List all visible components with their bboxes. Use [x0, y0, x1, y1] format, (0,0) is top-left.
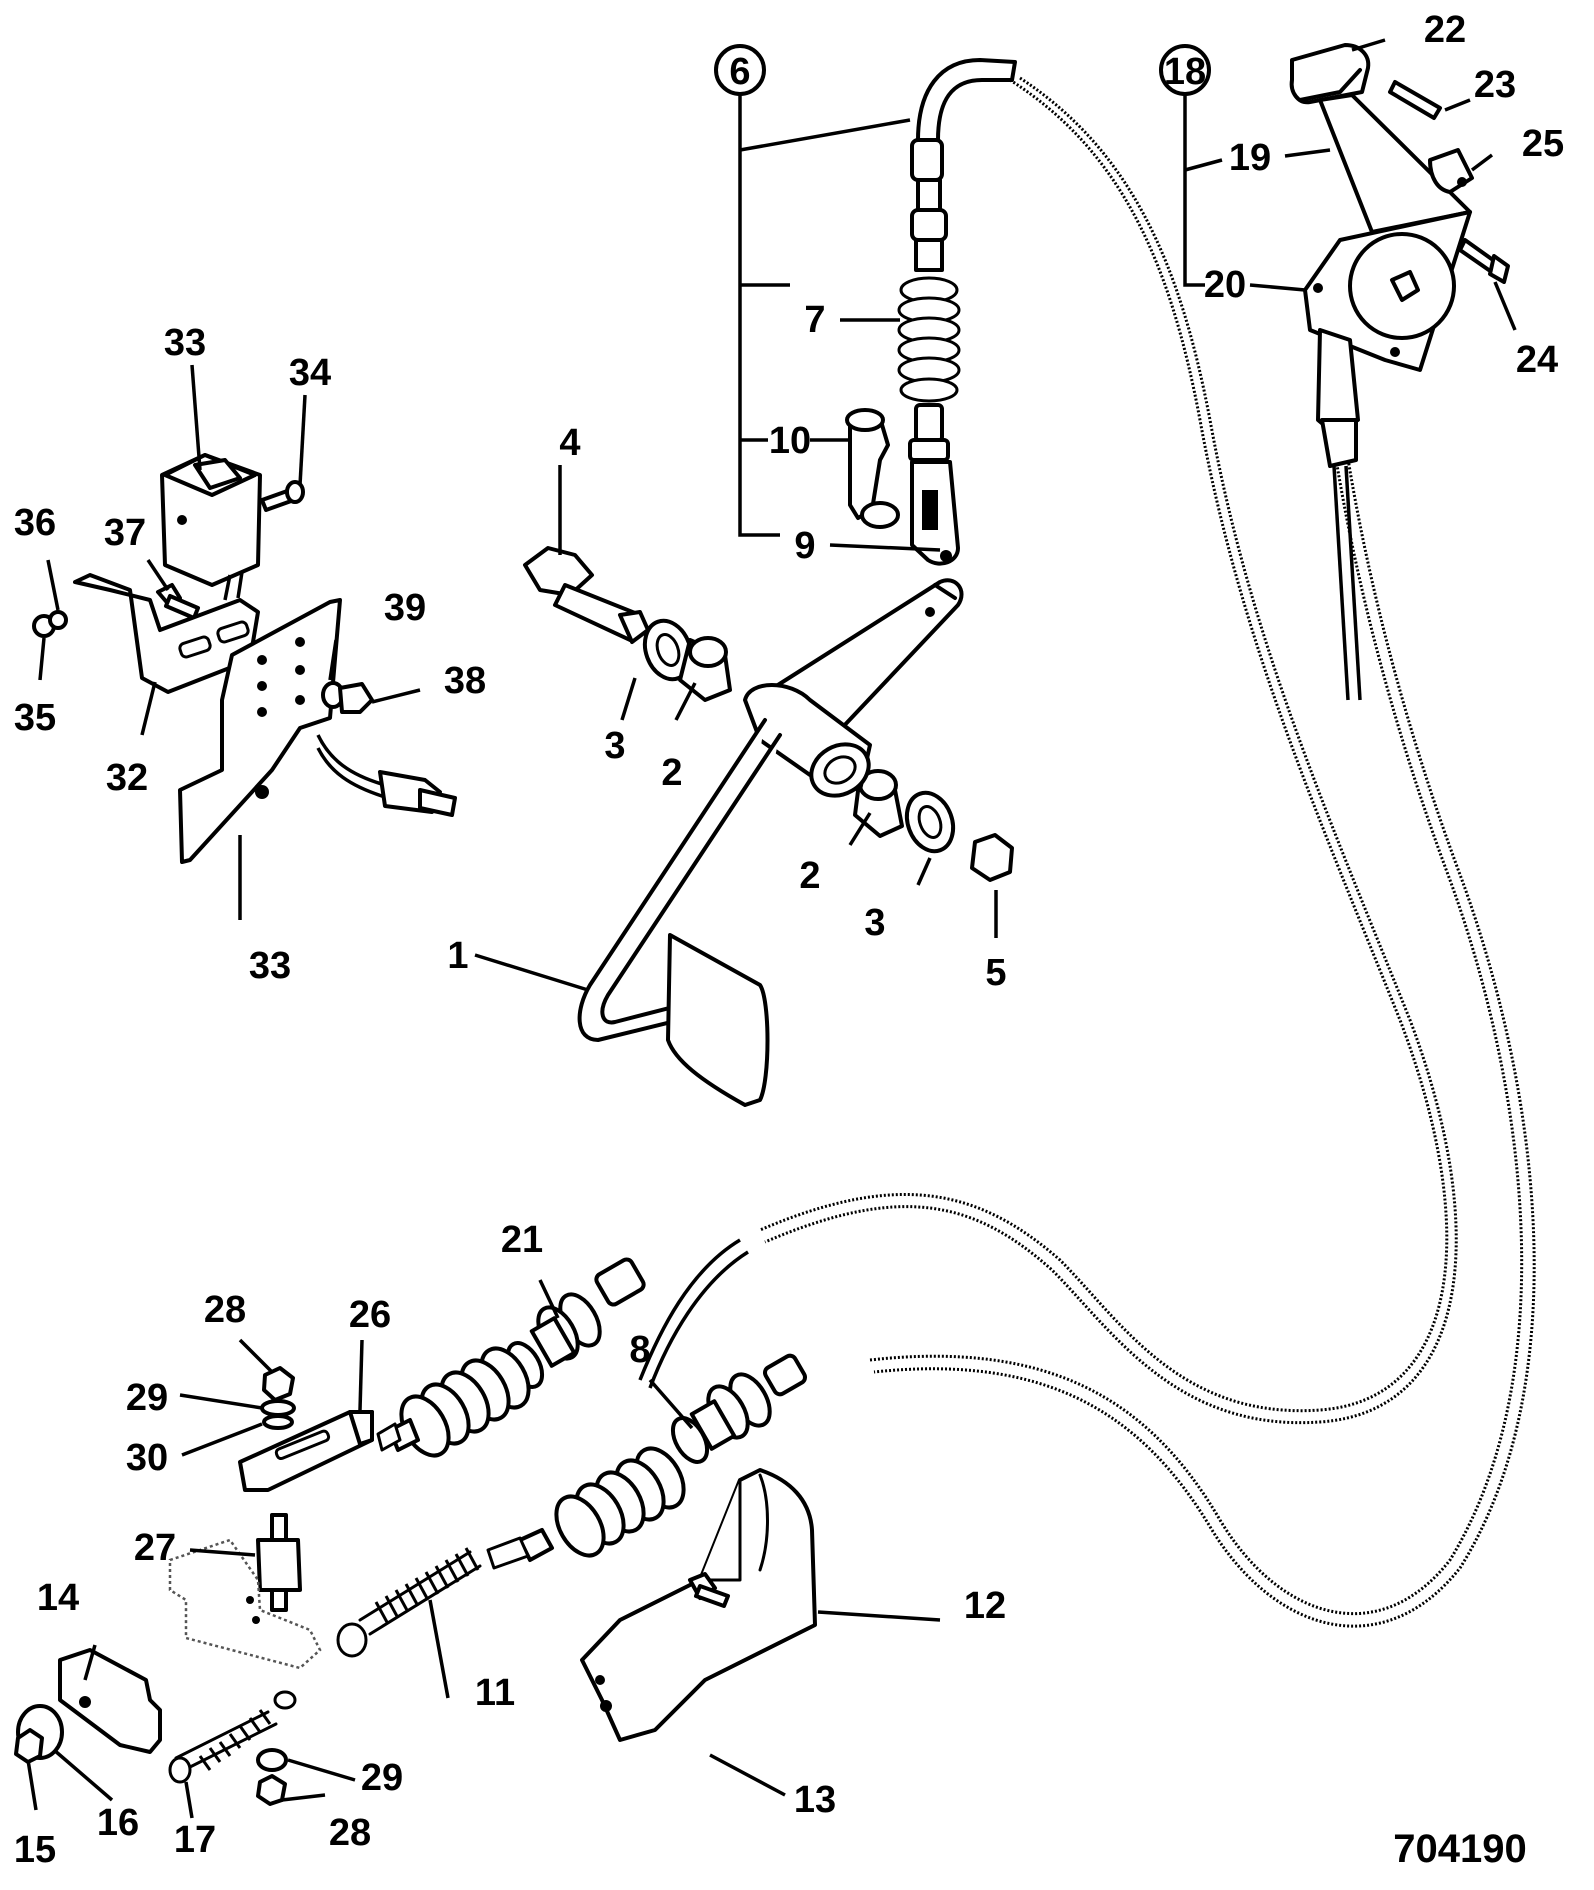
- callout-28-bottom: 28: [329, 1812, 371, 1854]
- figure-number: 704190: [1393, 1827, 1526, 1871]
- callout-30: 30: [126, 1437, 168, 1479]
- callout-21: 21: [501, 1219, 543, 1261]
- callout-2-right: 2: [799, 855, 820, 897]
- callout-4: 4: [559, 422, 580, 464]
- cable-runs: [759, 76, 1536, 1628]
- callout-15: 15: [14, 1829, 56, 1871]
- callout-2-left: 2: [661, 752, 682, 794]
- pedal-assembly: [523, 546, 1014, 1107]
- callout-3-right: 3: [864, 902, 885, 944]
- callout-13: 13: [794, 1779, 836, 1821]
- callout-6: 6: [729, 51, 750, 93]
- linkage-parts: [14, 1366, 374, 1806]
- callout-9: 9: [794, 525, 815, 567]
- callout-38: 38: [444, 660, 486, 702]
- hand-throttle-lever: [1289, 43, 1510, 701]
- callout-20: 20: [1204, 264, 1246, 306]
- callout-23: 23: [1474, 64, 1516, 106]
- throttle-cable-assembly: [845, 58, 1017, 566]
- callout-17: 17: [174, 1819, 216, 1861]
- callout-7: 7: [804, 299, 825, 341]
- callout-26: 26: [349, 1294, 391, 1336]
- callout-33-bottom: 33: [249, 945, 291, 987]
- callout-24: 24: [1516, 339, 1558, 381]
- callout-27: 27: [134, 1527, 176, 1569]
- leader-lines: [26, 38, 1517, 1819]
- callout-25: 25: [1522, 123, 1564, 165]
- nut: [970, 833, 1014, 882]
- cable-bracket: [580, 1468, 817, 1742]
- callout-19: 19: [1229, 137, 1271, 179]
- callout-5: 5: [985, 952, 1006, 994]
- rubber-boot: [897, 276, 961, 403]
- callout-circle-6: [714, 44, 766, 96]
- callout-labels: 6 18 7 10 9 4 19 20 22 23 25 24 33 34 36…: [14, 9, 1564, 1871]
- callout-16: 16: [97, 1802, 139, 1844]
- callout-32: 32: [106, 757, 148, 799]
- callout-3-left: 3: [604, 725, 625, 767]
- callout-36: 36: [14, 502, 56, 544]
- switch-bracket-assembly: [32, 453, 457, 864]
- callout-11: 11: [475, 1672, 515, 1714]
- lower-cable-21: [376, 1238, 749, 1458]
- return-spring-11: [336, 1547, 482, 1658]
- callout-29-top: 29: [126, 1377, 168, 1419]
- pivot-bolt: [523, 546, 650, 644]
- callout-18: 18: [1164, 51, 1206, 93]
- callout-34: 34: [289, 352, 331, 394]
- callout-circle-18: [1159, 44, 1211, 96]
- callout-29-bottom: 29: [361, 1757, 403, 1799]
- callout-28-top: 28: [204, 1289, 246, 1331]
- callout-39: 39: [384, 587, 426, 629]
- callout-14: 14: [37, 1577, 79, 1619]
- callout-22: 22: [1424, 9, 1466, 51]
- callout-35: 35: [14, 697, 56, 739]
- callout-8: 8: [629, 1329, 650, 1371]
- callout-12: 12: [964, 1585, 1006, 1627]
- callout-1: 1: [447, 935, 468, 977]
- callout-10: 10: [769, 420, 811, 462]
- callout-33-top: 33: [164, 322, 206, 364]
- callout-37: 37: [104, 512, 146, 554]
- lower-cable-8: [486, 1353, 808, 1570]
